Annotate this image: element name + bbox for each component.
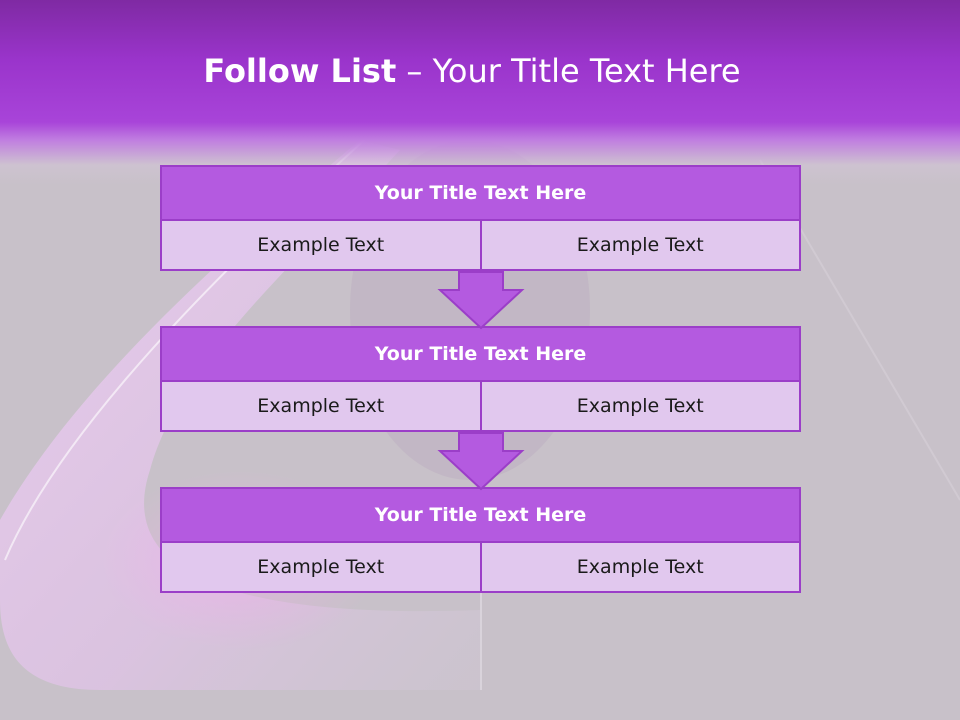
block-row: Example Text Example Text <box>160 382 801 432</box>
list-block-1: Your Title Text Here Example Text Exampl… <box>160 165 801 271</box>
block-cell-right: Example Text <box>481 221 801 271</box>
block-cell-right: Example Text <box>481 382 801 432</box>
block-title: Your Title Text Here <box>160 165 801 221</box>
block-row: Example Text Example Text <box>160 543 801 593</box>
list-block-3: Your Title Text Here Example Text Exampl… <box>160 487 801 593</box>
block-cell-right: Example Text <box>481 543 801 593</box>
block-cell-left: Example Text <box>160 382 482 432</box>
block-title: Your Title Text Here <box>160 487 801 543</box>
slide-title: Follow List – Your Title Text Here <box>0 52 944 90</box>
title-bar <box>0 0 960 185</box>
block-row: Example Text Example Text <box>160 221 801 271</box>
block-cell-left: Example Text <box>160 543 482 593</box>
slide-title-rest: – Your Title Text Here <box>396 52 741 90</box>
list-block-2: Your Title Text Here Example Text Exampl… <box>160 326 801 432</box>
block-title: Your Title Text Here <box>160 326 801 382</box>
down-arrow-icon <box>437 271 525 330</box>
block-cell-left: Example Text <box>160 221 482 271</box>
slide-title-bold: Follow List <box>203 52 397 90</box>
down-arrow-icon <box>437 432 525 491</box>
